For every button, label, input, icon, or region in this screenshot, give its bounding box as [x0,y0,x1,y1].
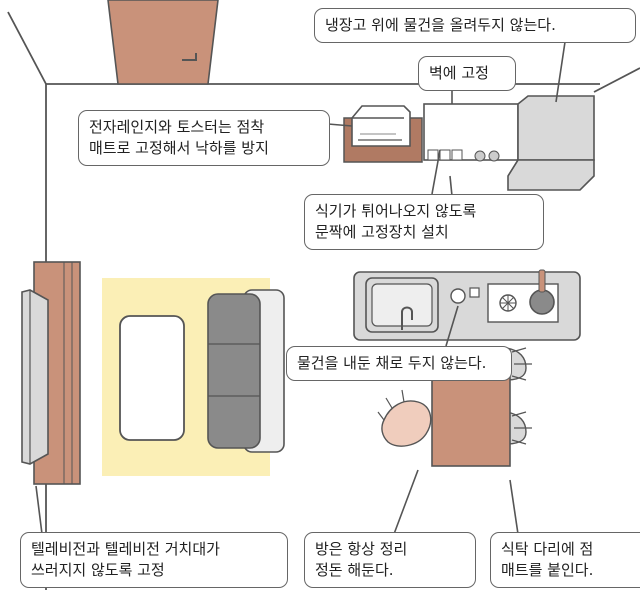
leader-lines [35,41,566,535]
callout-cabinet-line-2: 문짝에 고정장치 설치 [315,223,449,241]
callout-fridge-line-1: 냉장고 위에 물건을 올려두지 않는다. [325,16,556,34]
door-icon [107,0,219,85]
microwave-icon [351,105,411,147]
frying-pan-icon [529,269,555,315]
callout-wall-line-1: 벽에 고정 [429,64,489,82]
callout-cabinet-line-1: 식기가 튀어나오지 않도록 [315,202,477,220]
sink-accessories [450,287,480,304]
faucet-icon [401,306,413,330]
tv-icon [21,289,49,465]
callout-microwave-line-2: 매트로 고정해서 낙하를 방지 [89,139,269,157]
callout-microwave: 전자레인지와 토스터는 점착 매트로 고정해서 낙하를 방지 [78,110,330,166]
callout-room: 방은 항상 정리 정돈 해둔다. [304,532,476,588]
callout-tv: 텔레비전과 텔레비전 거치대가 쓰러지지 않도록 고정 [20,532,288,588]
callout-wall: 벽에 고정 [418,56,516,91]
callout-table-line-2: 매트를 붙인다. [501,561,594,579]
callout-room-line-1: 방은 항상 정리 [315,540,408,558]
callout-counter-line-1: 물건을 내둔 채로 두지 않는다. [297,354,487,372]
callout-tv-line-2: 쓰러지지 않도록 고정 [31,561,165,579]
sofa-icon [207,289,285,453]
callout-counter: 물건을 내둔 채로 두지 않는다. [286,346,512,381]
cabinet-icon [423,103,519,162]
callout-table: 식탁 다리에 점 매트를 붙인다. [490,532,640,588]
callout-microwave-line-1: 전자레인지와 토스터는 점착 [89,118,265,136]
coffee-table-icon [119,315,185,441]
chair-icon [505,411,532,445]
callout-table-line-1: 식탁 다리에 점 [501,540,594,558]
callout-room-line-2: 정돈 해둔다. [315,561,394,579]
callout-fridge: 냉장고 위에 물건을 올려두지 않는다. [314,8,636,43]
chair-icon [377,389,432,447]
callout-tv-line-1: 텔레비전과 텔레비전 거치대가 [31,540,220,558]
callout-cabinet: 식기가 튀어나오지 않도록 문짝에 고정장치 설치 [304,194,544,250]
refrigerator-icon [507,95,595,191]
